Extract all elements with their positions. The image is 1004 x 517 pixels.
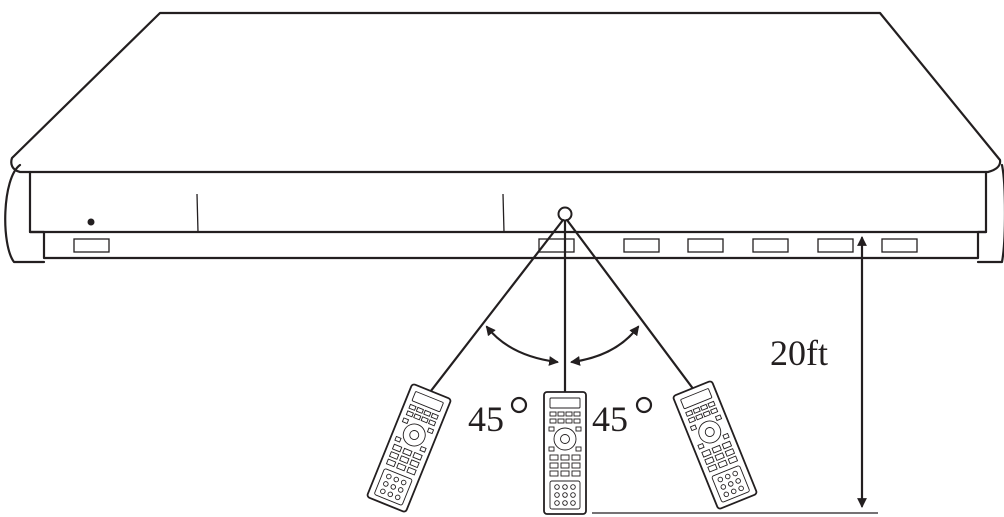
dvd-player — [4, 11, 1004, 264]
player-left-cap — [4, 163, 46, 264]
angle-label-right: 45 — [592, 399, 628, 439]
front-button-3 — [687, 238, 724, 253]
player-top-panel — [10, 11, 1002, 174]
ir-beams — [425, 218, 696, 398]
front-button-2 — [623, 238, 660, 253]
degree-symbol-right — [635, 396, 653, 414]
front-button-open — [73, 238, 110, 253]
front-button-6 — [881, 238, 918, 253]
beam-right — [565, 218, 696, 392]
degree-symbol-left — [510, 396, 528, 414]
player-panel-divider-left — [196, 193, 199, 233]
front-button-5 — [817, 238, 854, 253]
angle-label-left: 45 — [468, 399, 504, 439]
beam-left — [425, 218, 565, 398]
angle-arc-right — [570, 325, 640, 366]
player-panel-divider-right — [502, 193, 505, 233]
front-button-4 — [752, 238, 789, 253]
power-led-icon — [87, 218, 95, 226]
angle-arc-left — [485, 325, 559, 366]
front-button-1 — [538, 238, 575, 253]
player-right-cap — [976, 163, 1004, 264]
remote-control-left-icon — [365, 382, 453, 514]
player-front-face — [28, 170, 988, 260]
distance-label: 20ft — [770, 333, 828, 373]
remote-control-right-icon — [671, 379, 759, 511]
remote-control-center-icon — [543, 391, 587, 515]
ir-sensor-icon — [557, 206, 573, 222]
